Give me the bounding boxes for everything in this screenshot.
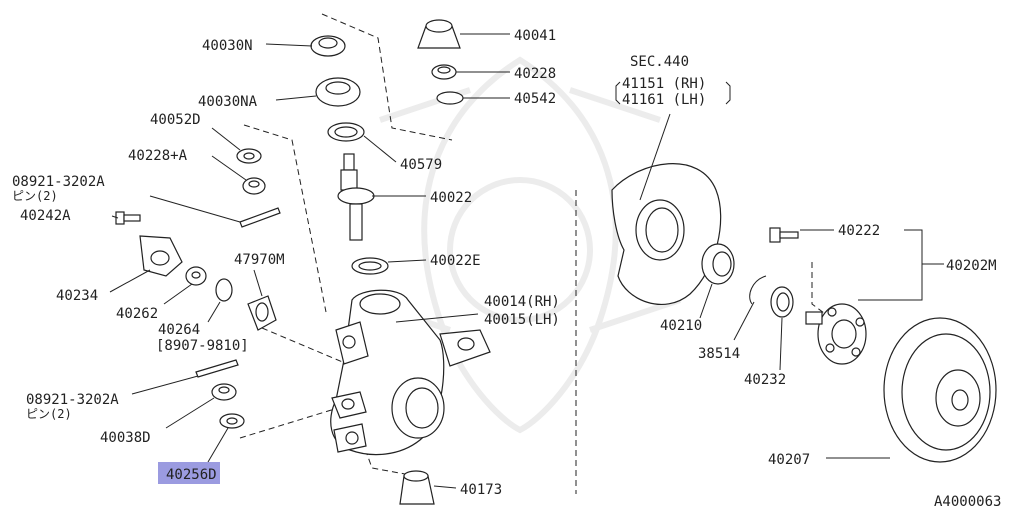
label-40015[interactable]: 40015(LH) <box>484 312 560 328</box>
washer-40264 <box>215 278 233 302</box>
label-40264[interactable]: 40264 <box>158 322 200 338</box>
bracket-40234 <box>139 235 183 277</box>
label-40228A[interactable]: 40228+A <box>128 148 188 164</box>
label-pin-lower: ピン(2) <box>26 407 72 421</box>
washer-40052D <box>236 148 262 164</box>
label-40264-range: [8907-9810] <box>156 338 249 354</box>
rotor-40207 <box>883 317 997 463</box>
label-40256D[interactable]: 40256D <box>166 467 217 483</box>
label-40210[interactable]: 40210 <box>660 318 702 334</box>
bolt-40242A <box>115 211 141 225</box>
diagram-id: A4000063 <box>934 494 1001 510</box>
label-40579[interactable]: 40579 <box>400 157 442 173</box>
label-40041[interactable]: 40041 <box>514 28 556 44</box>
washer-40256D <box>219 413 245 429</box>
label-40207[interactable]: 40207 <box>768 452 810 468</box>
pin-08921-lower <box>195 359 239 378</box>
assembly-dashed-lines <box>239 13 829 494</box>
nut-40228A <box>242 177 266 195</box>
label-40222[interactable]: 40222 <box>838 223 880 239</box>
label-40022[interactable]: 40022 <box>430 190 472 206</box>
seal-40232 <box>770 286 794 318</box>
label-40242A[interactable]: 40242A <box>20 208 71 224</box>
watermark-emblem <box>359 56 681 434</box>
label-40022E[interactable]: 40022E <box>430 253 481 269</box>
label-40202M[interactable]: 40202M <box>946 258 997 274</box>
label-sec440[interactable]: SEC.440 <box>630 54 689 70</box>
washer-40542 <box>436 91 464 105</box>
label-40030NA[interactable]: 40030NA <box>198 94 258 110</box>
bearing-40030NA <box>315 77 361 107</box>
washer-40022E <box>351 257 389 275</box>
label-47970M[interactable]: 47970M <box>234 252 285 268</box>
label-40234[interactable]: 40234 <box>56 288 98 304</box>
label-40542[interactable]: 40542 <box>514 91 556 107</box>
label-40052D[interactable]: 40052D <box>150 112 201 128</box>
knuckle-40014-40015 <box>330 289 491 456</box>
selected-part-highlight <box>158 462 220 484</box>
label-08921-upper[interactable]: 08921-3202A <box>12 174 105 190</box>
bearing-40210 <box>701 243 735 285</box>
label-40038D[interactable]: 40038D <box>100 430 151 446</box>
label-38514[interactable]: 38514 <box>698 346 740 362</box>
label-41151[interactable]: 41151 (RH) <box>622 76 706 92</box>
snapring-38514 <box>749 275 767 305</box>
label-40030N[interactable]: 40030N <box>202 38 253 54</box>
label-40014[interactable]: 40014(RH) <box>484 294 560 310</box>
boot-40041 <box>417 19 461 49</box>
label-40228[interactable]: 40228 <box>514 66 556 82</box>
seal-40579 <box>327 122 365 142</box>
boot-40173 <box>399 470 435 505</box>
bearing-40030N <box>310 35 346 57</box>
label-40262[interactable]: 40262 <box>116 306 158 322</box>
backing-plate-sec440 <box>611 163 722 305</box>
nut-40038D <box>211 383 237 401</box>
nut-40228 <box>431 64 457 80</box>
cap-47970M <box>247 295 277 331</box>
bolt-40222 <box>769 227 799 243</box>
label-pin-upper: ピン(2) <box>12 189 58 203</box>
label-40232[interactable]: 40232 <box>744 372 786 388</box>
kingpin-40022 <box>337 153 375 241</box>
hub-40202M <box>805 303 867 365</box>
label-41161[interactable]: 41161 (LH) <box>622 92 706 108</box>
bushing-40262 <box>185 266 207 286</box>
leader-lines <box>109 33 944 489</box>
label-08921-lower[interactable]: 08921-3202A <box>26 392 119 408</box>
pin-08921-upper <box>239 207 281 228</box>
label-40173[interactable]: 40173 <box>460 482 502 498</box>
